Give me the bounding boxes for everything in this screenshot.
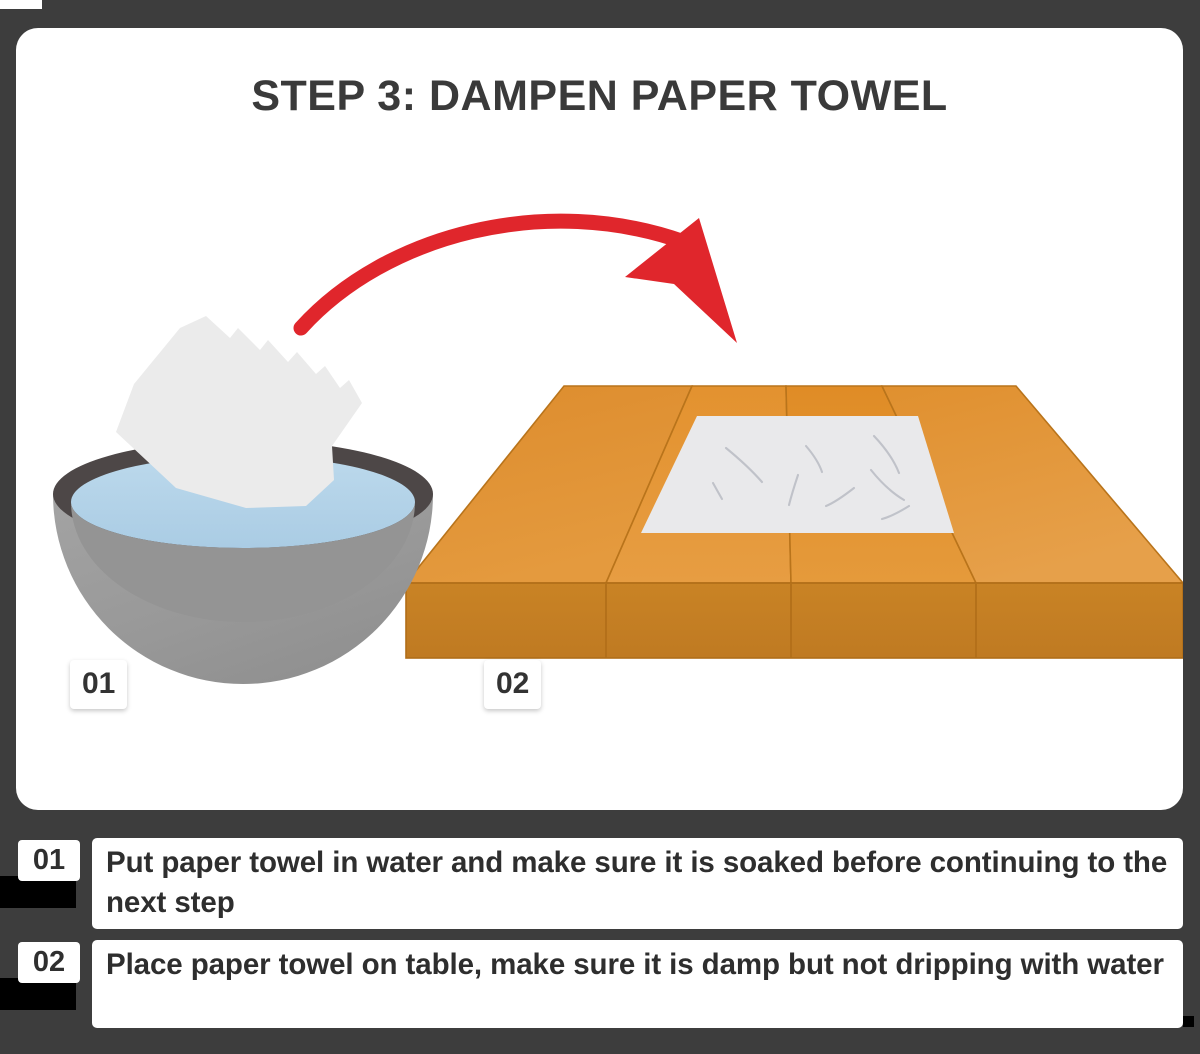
caption-shadow-block-02 bbox=[0, 978, 76, 1010]
curved-motion-arrow bbox=[293, 213, 737, 343]
towel-crease-7 bbox=[824, 486, 856, 508]
corner-dot-artifact bbox=[1183, 1016, 1194, 1027]
towel-crease-5 bbox=[872, 434, 901, 475]
page-title: STEP 3: DAMPEN PAPER TOWEL bbox=[251, 72, 948, 120]
illustration-stage bbox=[16, 28, 1183, 810]
table-front-edge bbox=[405, 582, 1183, 659]
caption-row-01: 01 Put paper towel in water and make sur… bbox=[0, 832, 1200, 929]
illustration-card: STEP 3: DAMPEN PAPER TOWEL bbox=[16, 28, 1183, 810]
caption-text-02: Place paper towel on table, make sure it… bbox=[92, 940, 1183, 1028]
towel-crease-2 bbox=[711, 481, 724, 501]
illustration-svg bbox=[53, 213, 1183, 684]
art-badge-02: 02 bbox=[484, 660, 542, 709]
caption-number-01: 01 bbox=[18, 840, 80, 881]
caption-list: 01 Put paper towel in water and make sur… bbox=[0, 826, 1200, 1054]
caption-number-02: 02 bbox=[18, 942, 80, 983]
bowl-inner-shadow bbox=[71, 502, 415, 622]
towel-crease-3 bbox=[804, 444, 824, 474]
top-left-notch-artifact bbox=[0, 0, 42, 9]
towel-crease-4 bbox=[787, 473, 800, 507]
towel-crease-8 bbox=[880, 504, 911, 521]
towel-crease-6 bbox=[869, 468, 906, 502]
caption-shadow-block-01 bbox=[0, 876, 76, 908]
towel-crease-1 bbox=[724, 446, 764, 484]
paper-towel-on-table bbox=[641, 416, 954, 533]
caption-text-01: Put paper towel in water and make sure i… bbox=[92, 838, 1183, 929]
art-badge-01: 01 bbox=[70, 660, 128, 709]
paper-towel-soaking bbox=[116, 316, 362, 508]
caption-row-02: 02 Place paper towel on table, make sure… bbox=[0, 934, 1200, 1030]
